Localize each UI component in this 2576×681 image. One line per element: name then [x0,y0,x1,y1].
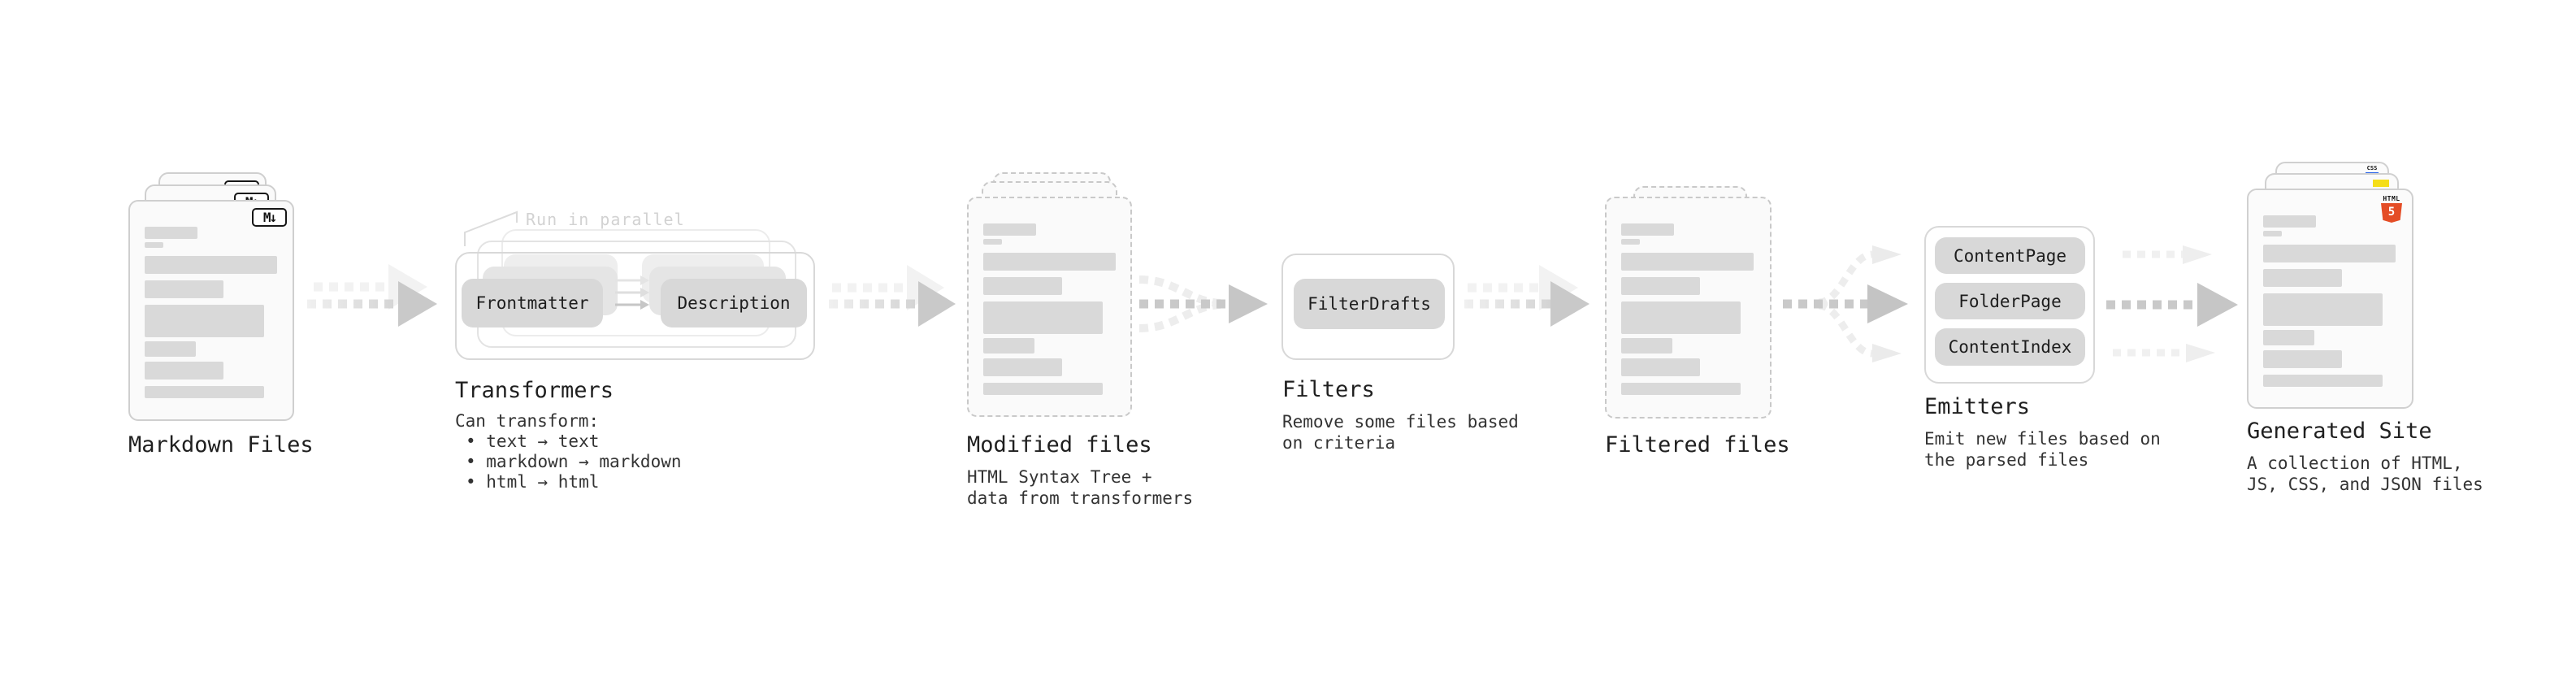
text-placeholder-bar [2263,245,2396,262]
text-placeholder-bar [1621,301,1741,334]
text-line: • text → text [466,432,600,451]
text-placeholder-bar [2263,215,2316,228]
text-placeholder-bar [1621,383,1741,395]
folderpage-node: FolderPage [1935,283,2085,319]
text-placeholder-bar [983,383,1103,395]
text-placeholder-bar [1621,338,1672,354]
arrow-modified-to-filters-merge [1138,275,1268,332]
text-placeholder-bar [145,256,277,274]
arrow-ghost [1468,265,1578,310]
run-in-parallel-label: Run in parallel [526,210,685,229]
text-placeholder-bar [983,239,1002,245]
stage-title-filters: Filters [1282,377,1375,402]
html5-number: 5 [2387,206,2396,219]
arrow-transformers-to-modified [829,265,956,327]
html5-label: HTML [2383,195,2400,202]
markdown-icon: M↓ [252,208,287,227]
text-placeholder-bar [983,338,1034,354]
text-placeholder-bar [983,301,1103,334]
text-placeholder-bar [2263,269,2342,287]
document-card-front: M↓ [128,200,294,421]
stage-title-markdown-files: Markdown Files [128,432,314,458]
text-placeholder-bar [1621,358,1700,376]
text-placeholder-bar [1621,239,1640,245]
stage-title-filtered-files: Filtered files [1605,432,1790,458]
html5-icon: HTML 5 [2381,195,2402,223]
arrow-ghost [832,265,944,310]
text-line: A collection of HTML, [2247,453,2463,473]
text-placeholder-bar [1621,277,1700,295]
text-placeholder-bar [1621,223,1674,236]
text-line: the parsed files [1924,450,2089,470]
text-line: HTML Syntax Tree + [967,467,1152,487]
text-line: on criteria [1282,433,1396,453]
text-placeholder-bar [145,305,264,337]
text-line: Can transform: [455,411,600,431]
text-placeholder-bar [145,242,163,248]
text-placeholder-bar [2263,375,2383,387]
stage-title-transformers: Transformers [455,378,614,403]
css-label: CSS [2366,165,2378,171]
text-placeholder-bar [2263,231,2282,236]
document-card-front: HTML 5 [2247,189,2413,409]
text-placeholder-bar [983,223,1036,236]
generated-site-description: A collection of HTML, JS, CSS, and JSON … [2247,453,2483,495]
text-placeholder-bar [2263,293,2383,326]
text-placeholder-bar [2263,350,2342,368]
arrow-markdown-to-transformers [307,264,437,327]
transformers-description: Can transform: • text → text • markdown … [455,411,682,492]
arrow-emitters-to-site-bottom [2113,344,2215,362]
filterdrafts-node: FilterDrafts [1294,279,1445,329]
stage-title-modified-files: Modified files [967,432,1152,458]
arrow-filtered-to-emitters-split [1783,245,1908,362]
text-placeholder-bar [1621,253,1754,271]
text-line: • html → html [466,472,600,492]
stage-title-emitters: Emitters [1924,394,2031,419]
text-line: Remove some files based [1282,412,1519,432]
text-line: • markdown → markdown [466,452,682,471]
description-node: Description [661,279,807,327]
arrow-emitters-to-site-top [2123,245,2212,264]
contentindex-node: ContentIndex [1935,328,2085,366]
filters-description: Remove some files based on criteria [1282,411,1519,453]
text-placeholder-bar [145,227,197,239]
text-placeholder-bar [145,341,196,357]
contentpage-node: ContentPage [1935,237,2085,274]
js-file-icon [2373,180,2389,187]
document-card-front [1605,197,1772,419]
text-line: data from transformers [967,488,1194,508]
frontmatter-node: Frontmatter [462,279,603,327]
text-placeholder-bar [983,358,1062,376]
text-placeholder-bar [2263,330,2314,345]
emitters-description: Emit new files based on the parsed files [1924,428,2161,471]
text-line: Emit new files based on [1924,429,2161,449]
text-placeholder-bar [145,280,223,298]
text-placeholder-bar [145,386,264,398]
text-line: JS, CSS, and JSON files [2247,475,2483,494]
stage-title-generated-site: Generated Site [2247,419,2432,444]
text-placeholder-bar [983,253,1116,271]
arrow-ghost [314,264,427,310]
arrow-emitters-to-site-middle [2106,283,2238,327]
text-placeholder-bar [145,362,223,380]
arrow-filters-to-filtered [1464,265,1589,327]
document-card-front [967,197,1132,417]
modified-files-description: HTML Syntax Tree + data from transformer… [967,466,1193,509]
text-placeholder-bar [983,277,1062,295]
html5-shield: 5 [2381,203,2402,223]
transformers-container [455,252,815,360]
